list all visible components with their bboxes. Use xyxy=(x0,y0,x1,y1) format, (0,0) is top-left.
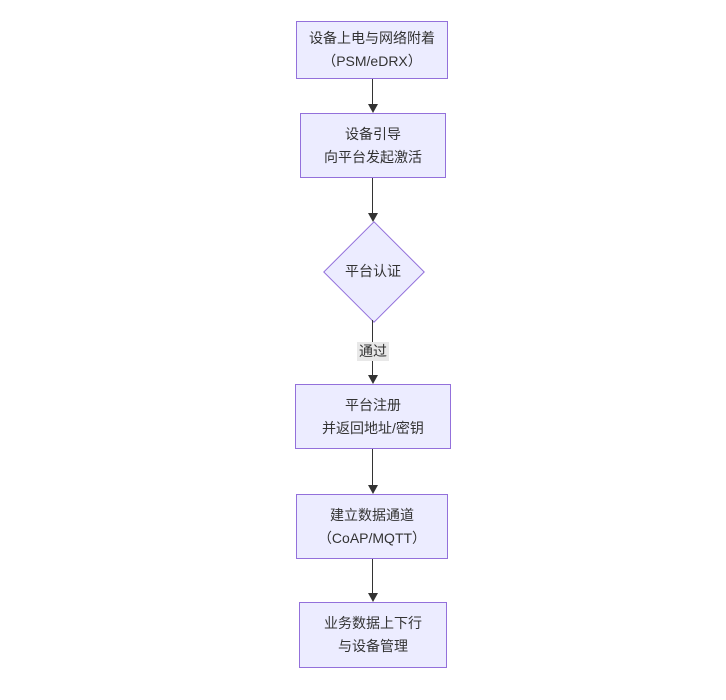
arrowhead-down-icon xyxy=(368,104,378,113)
arrowhead-down-icon xyxy=(368,485,378,494)
arrow-line xyxy=(372,559,373,596)
node-text-line: 向平台发起激活 xyxy=(324,148,422,165)
node-text-line: 业务数据上下行 xyxy=(324,615,422,631)
node-text-line: 设备引导 xyxy=(345,125,401,142)
arrowhead-down-icon xyxy=(368,213,378,222)
node-text-line: （CoAP/MQTT） xyxy=(317,529,427,546)
node-text-line: 设备上电与网络附着 xyxy=(309,30,435,46)
node-text-line: 与设备管理 xyxy=(338,638,408,654)
flow-node-power-attach: 设备上电与网络附着 （PSM/eDRX） xyxy=(296,21,448,79)
flow-node-boot-activate: 设备引导 向平台发起激活 xyxy=(300,113,446,178)
node-text-line: 平台注册 xyxy=(345,396,401,413)
arrow-line xyxy=(372,79,373,107)
edge-label-pass: 通过 xyxy=(357,342,389,361)
node-text-line: 建立数据通道 xyxy=(330,506,414,523)
node-text-line: 并返回地址/密钥 xyxy=(322,419,424,436)
node-text-line: 平台认证 xyxy=(345,263,401,279)
flow-node-platform-register: 平台注册 并返回地址/密钥 xyxy=(295,384,451,449)
arrow-line xyxy=(372,178,373,216)
arrowhead-down-icon xyxy=(368,593,378,602)
flow-node-data-channel: 建立数据通道 （CoAP/MQTT） xyxy=(296,494,448,559)
arrow-line xyxy=(372,449,373,488)
flow-node-business-data: 业务数据上下行 与设备管理 xyxy=(299,602,447,668)
arrowhead-down-icon xyxy=(368,375,378,384)
node-text-line: （PSM/eDRX） xyxy=(322,53,422,69)
